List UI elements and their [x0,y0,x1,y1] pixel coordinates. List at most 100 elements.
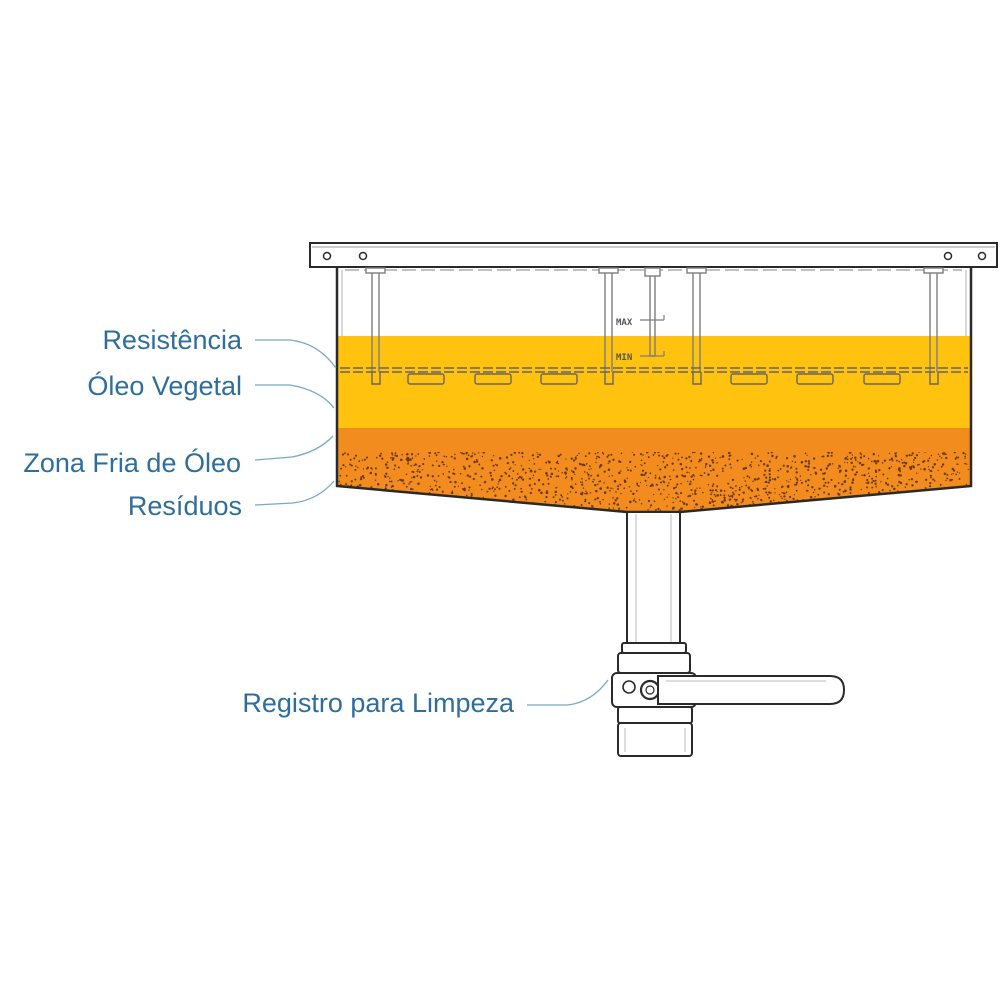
residue-speck [374,494,376,497]
residue-speck [659,468,662,471]
residue-speck [879,501,882,504]
residue-speck [920,497,923,500]
residue-speck [555,461,559,464]
residue-speck [521,478,525,481]
residue-speck [584,500,587,503]
residue-speck [367,494,371,498]
residue-speck [960,506,963,509]
residue-speck [385,472,388,475]
residue-speck [453,510,455,512]
residue-speck [956,471,959,473]
residue-speck [370,494,373,496]
residue-speck [882,473,885,476]
residue-speck [367,500,370,504]
residue-speck [712,468,715,471]
residue-speck [776,506,780,509]
residue-speck [369,503,372,505]
residue-speck [612,507,615,509]
residue-speck [769,500,772,503]
residue-speck [409,458,412,461]
residue-speck [395,454,399,458]
residue-speck [443,455,446,458]
residue-speck [601,452,604,454]
residue-speck [855,471,858,474]
residue-speck [369,507,372,509]
residue-speck [900,510,903,512]
residue-speck [389,498,392,500]
residue-speck [714,495,717,498]
residue-speck [921,504,925,508]
residue-speck [638,485,640,487]
residue-speck [521,452,524,455]
residue-speck [650,504,653,507]
residue-speck [628,486,631,488]
residue-speck [657,507,660,511]
residue-speck [488,508,491,511]
residue-speck [387,511,389,512]
residue-speck [652,493,655,496]
residue-speck [597,483,599,486]
residue-speck [454,508,458,512]
residue-speck [804,460,807,463]
residue-speck [401,453,403,456]
residue-speck [877,455,880,457]
residue-speck [958,477,961,480]
residue-speck [550,472,554,476]
residue-speck [871,506,874,509]
residue-speck [342,464,345,467]
residue-speck [465,457,469,461]
residue-speck [479,484,481,487]
residue-speck [386,461,389,464]
residue-speck [672,497,674,499]
residue-speck [363,501,366,504]
residue-speck [785,457,789,460]
residue-speck [418,470,421,473]
residue-speck [812,491,815,494]
residue-speck [749,496,752,499]
residue-speck [851,478,855,482]
residue-speck [893,487,896,491]
residue-speck [786,499,788,502]
residue-speck [898,495,901,497]
residue-speck [933,509,935,511]
residue-speck [452,506,455,509]
residue-speck [838,465,842,468]
residue-speck [492,486,494,489]
residue-speck [742,491,745,494]
residue-speck [753,478,757,481]
residue-speck [376,483,380,486]
residue-speck [528,459,530,462]
residue-speck [888,458,891,461]
residue-speck [840,483,844,486]
residue-speck [402,494,406,497]
residue-speck [867,472,870,474]
residue-speck [955,456,958,459]
residue-speck [875,475,878,478]
residue-speck [777,469,780,472]
residue-speck [631,452,634,453]
residue-speck [461,507,463,509]
residue-speck [757,477,760,480]
residue-speck [416,475,419,477]
residue-speck [941,503,944,506]
residue-speck [639,453,643,456]
residue-speck [930,476,932,479]
residue-speck [673,487,676,490]
residue-speck [944,493,947,496]
valve-handle[interactable] [657,675,846,705]
residue-speck [457,485,460,487]
residue-speck [929,492,931,495]
residue-speck [497,483,499,485]
residue-speck [807,478,810,482]
residue-speck [666,496,668,498]
residue-speck [734,485,737,487]
residue-speck [866,486,869,489]
residue-speck [566,469,569,471]
residue-speck [846,504,850,508]
residue-speck [785,491,788,494]
residue-speck [954,494,957,497]
residue-speck [384,463,388,466]
residue-speck [847,510,850,512]
residue-speck [460,452,462,454]
residue-speck [644,479,647,482]
